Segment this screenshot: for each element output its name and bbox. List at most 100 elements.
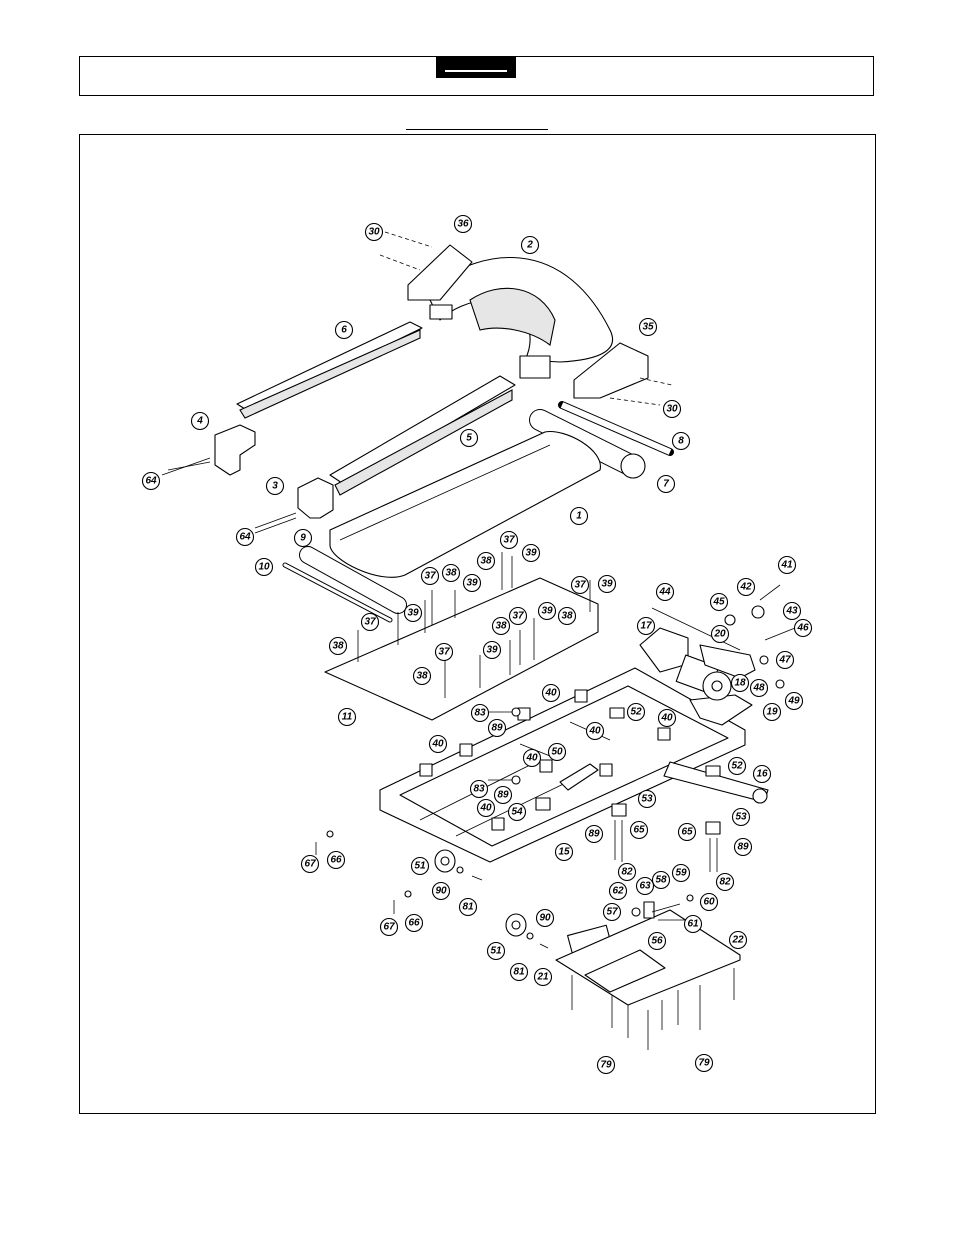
- callout-label: 81: [462, 902, 474, 913]
- callout-label: 45: [712, 597, 725, 608]
- callout-89: 89: [495, 787, 512, 804]
- callout-38: 38: [414, 668, 431, 685]
- callout-label: 49: [787, 696, 800, 707]
- callout-16: 16: [754, 766, 771, 783]
- callout-label: 89: [588, 829, 600, 840]
- callout-39: 39: [539, 603, 556, 620]
- callout-label: 65: [633, 825, 645, 836]
- callout-label: 83: [473, 784, 485, 795]
- callout-51: 51: [412, 858, 429, 875]
- callout-9: 9: [295, 530, 312, 547]
- callout-5: 5: [461, 430, 478, 447]
- callout-label: 89: [491, 723, 503, 734]
- callout-1: 1: [571, 508, 588, 525]
- callout-15: 15: [556, 844, 573, 861]
- callout-42: 42: [738, 579, 755, 596]
- callout-54: 54: [509, 804, 526, 821]
- callout-label: 37: [574, 580, 586, 591]
- callout-label: 30: [368, 227, 380, 238]
- callout-10: 10: [256, 559, 273, 576]
- callout-label: 15: [558, 847, 570, 858]
- callout-label: 38: [416, 671, 428, 682]
- callout-64: 64: [143, 473, 160, 490]
- callout-90: 90: [537, 910, 554, 927]
- callout-label: 20: [713, 629, 726, 640]
- callout-40: 40: [478, 800, 495, 817]
- callout-37: 37: [501, 532, 518, 549]
- callout-label: 39: [525, 548, 537, 559]
- callout-66: 66: [328, 852, 345, 869]
- callout-67: 67: [381, 919, 398, 936]
- callout-label: 7: [663, 479, 669, 490]
- callout-4: 4: [192, 413, 209, 430]
- callout-label: 66: [408, 918, 420, 929]
- callout-label: 37: [512, 611, 524, 622]
- callout-label: 21: [536, 972, 549, 983]
- wheel-51-upper: [435, 850, 455, 872]
- callout-label: 52: [731, 761, 743, 772]
- callout-57: 57: [604, 904, 621, 921]
- callout-label: 38: [561, 611, 573, 622]
- callout-19: 19: [764, 704, 781, 721]
- callout-60: 60: [701, 894, 718, 911]
- callout-label: 40: [431, 739, 444, 750]
- callout-label: 39: [407, 608, 419, 619]
- callout-40: 40: [587, 723, 604, 740]
- callout-label: 89: [497, 790, 509, 801]
- callout-65: 65: [631, 822, 648, 839]
- callout-label: 11: [342, 712, 353, 723]
- bracket-4: [215, 425, 255, 475]
- callout-22: 22: [730, 932, 747, 949]
- callout-label: 61: [687, 919, 699, 930]
- callout-82: 82: [619, 864, 636, 881]
- callout-label: 38: [480, 556, 492, 567]
- callout-7: 7: [658, 476, 675, 493]
- callout-label: 30: [666, 404, 678, 415]
- callout-40: 40: [659, 710, 676, 727]
- callout-label: 6: [341, 325, 347, 336]
- callout-label: 57: [606, 907, 618, 918]
- callout-label: 40: [544, 688, 557, 699]
- callout-label: 8: [678, 436, 684, 447]
- callout-label: 39: [486, 645, 498, 656]
- callout-38: 38: [478, 553, 495, 570]
- callout-47: 47: [777, 652, 794, 669]
- callout-82: 82: [717, 874, 734, 891]
- callout-20: 20: [712, 626, 729, 643]
- callout-label: 37: [503, 535, 515, 546]
- callout-2: 2: [522, 237, 539, 254]
- callout-label: 44: [658, 587, 671, 598]
- callout-51: 51: [488, 943, 505, 960]
- callout-40: 40: [430, 736, 447, 753]
- callout-30: 30: [366, 224, 383, 241]
- callout-label: 9: [300, 533, 306, 544]
- callout-label: 79: [600, 1060, 612, 1071]
- callout-37: 37: [362, 614, 379, 631]
- callout-label: 2: [526, 240, 533, 251]
- callout-label: 47: [778, 655, 791, 666]
- callout-label: 83: [474, 708, 486, 719]
- callout-label: 42: [739, 582, 752, 593]
- callout-37: 37: [436, 644, 453, 661]
- callout-label: 22: [731, 935, 744, 946]
- callout-3: 3: [267, 478, 284, 495]
- callout-38: 38: [559, 608, 576, 625]
- callout-label: 40: [479, 803, 492, 814]
- callout-label: 43: [785, 606, 798, 617]
- callout-90: 90: [433, 883, 450, 900]
- callout-89: 89: [735, 839, 752, 856]
- callout-35: 35: [640, 319, 657, 336]
- callout-label: 62: [612, 886, 624, 897]
- callout-62: 62: [610, 883, 627, 900]
- callout-label: 53: [735, 812, 747, 823]
- callout-label: 60: [703, 897, 715, 908]
- callout-6: 6: [336, 322, 353, 339]
- callout-label: 46: [796, 623, 809, 634]
- callout-81: 81: [511, 964, 528, 981]
- callout-label: 64: [145, 476, 157, 487]
- callout-40: 40: [543, 685, 560, 702]
- callout-label: 48: [752, 683, 765, 694]
- callout-40: 40: [524, 750, 541, 767]
- callout-52: 52: [628, 704, 645, 721]
